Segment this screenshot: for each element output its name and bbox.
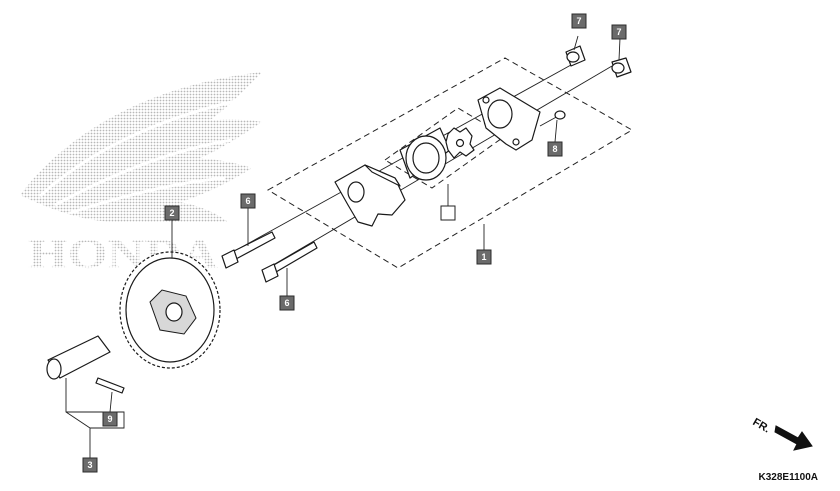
drive-gear (119, 251, 221, 369)
diagram-code: K328E1100A (758, 472, 819, 483)
leader-7b (618, 37, 621, 61)
leader-7a (573, 35, 579, 51)
leader-9 (109, 391, 113, 413)
pump-shaft (46, 335, 111, 380)
bolt-upper (221, 231, 276, 269)
callout-1-label: 1 (481, 252, 486, 262)
pump-assembly-dashed-outline (267, 57, 633, 269)
front-direction-indicator: FR. (751, 416, 813, 451)
dowel-pin-upper (565, 45, 586, 67)
callout-9-label: 9 (107, 414, 112, 424)
screw (539, 110, 566, 127)
callout-6-lower-label: 6 (284, 298, 289, 308)
callout-3-label: 3 (87, 460, 92, 470)
callout-6-upper: 6 (240, 193, 256, 209)
oil-pump-cover (477, 87, 541, 151)
callout-2-label: 2 (169, 208, 174, 218)
callout-1: 1 (476, 249, 492, 265)
leader-8 (554, 119, 558, 143)
callout-6-upper-label: 6 (245, 196, 250, 206)
outer-rotor (399, 127, 451, 181)
callout-6-lower: 6 (279, 295, 295, 311)
inner-rotor (445, 127, 475, 159)
callout-3: 3 (82, 457, 98, 473)
leader-3 (65, 378, 91, 458)
dowel-pin-right (611, 57, 632, 78)
callout-8: 8 (547, 141, 563, 157)
callout-7-right-label: 7 (616, 27, 621, 37)
callout-blank (440, 205, 456, 221)
callout-7-right: 7 (611, 24, 627, 40)
callout-7-upper: 7 (571, 13, 587, 29)
callout-7-upper-label: 7 (576, 16, 581, 26)
bolt-lower (261, 241, 318, 283)
callout-2: 2 (164, 205, 180, 221)
honda-wing-logo: HONDA (20, 72, 262, 278)
front-arrow-icon (774, 425, 813, 451)
front-direction-label: FR. (751, 416, 772, 435)
oil-pump-body (334, 164, 406, 227)
callout-8-label: 8 (552, 144, 557, 154)
leader-3-box (66, 411, 125, 429)
pin (95, 377, 125, 394)
callout-9: 9 (102, 411, 118, 427)
